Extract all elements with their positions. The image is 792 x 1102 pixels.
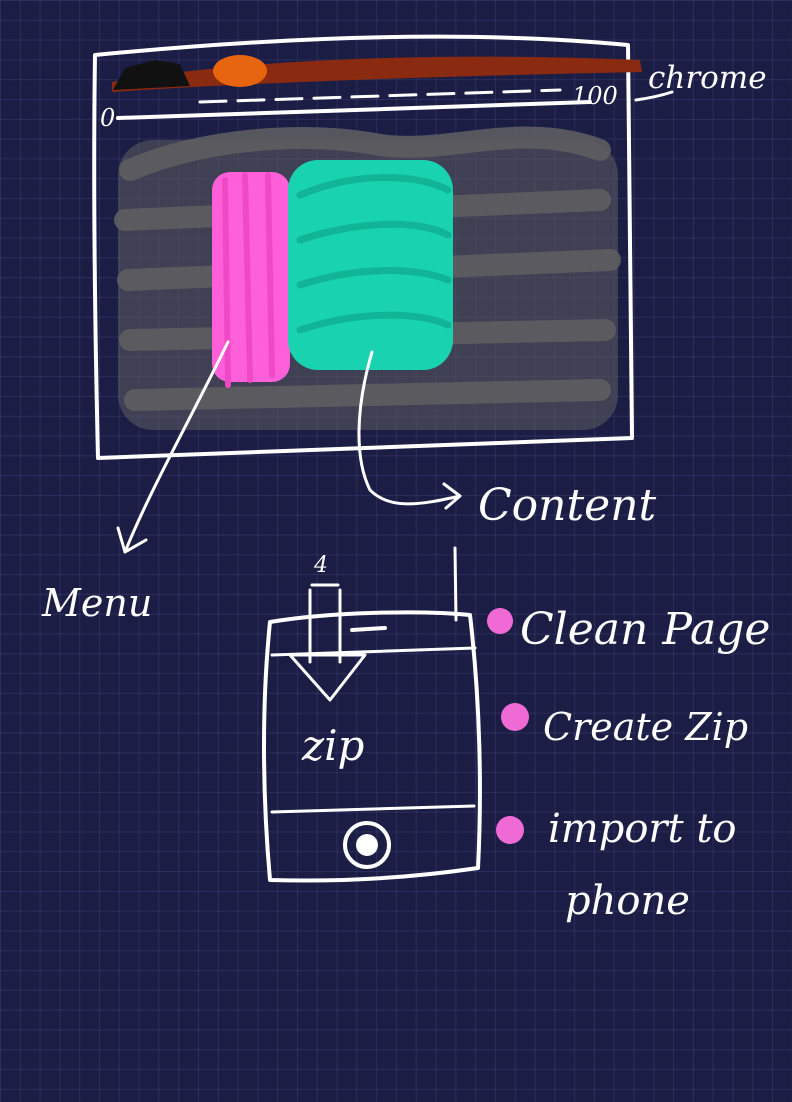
step-bullet — [487, 608, 513, 634]
step-text: Clean Page — [520, 604, 770, 655]
tab-bar-scribble — [112, 56, 642, 92]
step-item: Clean Page — [487, 604, 770, 655]
menu-scribble — [212, 172, 290, 388]
zoom-max-label: 100 — [572, 82, 618, 110]
step-text: Create Zip — [543, 705, 748, 749]
browser-window-sketch: 0 100 — [92, 34, 642, 460]
screen-top-line — [270, 646, 477, 657]
callout-content: Content — [357, 350, 657, 531]
screen-bottom-line — [270, 804, 476, 814]
zoom-min-label: 0 — [100, 104, 115, 132]
callout-chrome: chrome — [634, 60, 767, 102]
step-list: Clean Page Create Zip import to phone — [487, 604, 770, 924]
home-button-fill — [356, 834, 378, 856]
step-text-continued: phone — [565, 878, 690, 924]
badge-digit: 4 — [313, 553, 328, 578]
phone-body — [262, 610, 482, 883]
step-bullet — [501, 703, 529, 731]
status-line — [453, 546, 458, 622]
phone-speaker — [350, 626, 387, 632]
window-controls-scribble — [113, 60, 190, 90]
screen-label: zip — [301, 721, 364, 770]
phone-sketch: 4 zip — [262, 546, 482, 883]
callout-menu: Menu — [41, 340, 230, 625]
content-label: Content — [478, 480, 657, 531]
share-arrow — [288, 583, 367, 702]
chrome-label: chrome — [648, 60, 767, 96]
step-text: import to — [548, 806, 736, 852]
content-scribble — [288, 160, 453, 370]
step-bullet — [496, 816, 524, 844]
tab-dot — [213, 55, 267, 87]
menu-label: Menu — [41, 581, 152, 625]
home-button-icon — [343, 821, 391, 869]
browser-frame — [92, 34, 634, 460]
zoom-slider-sketch: 0 100 — [100, 82, 618, 132]
step-item: import to phone — [496, 806, 736, 924]
step-item: Create Zip — [501, 703, 748, 749]
